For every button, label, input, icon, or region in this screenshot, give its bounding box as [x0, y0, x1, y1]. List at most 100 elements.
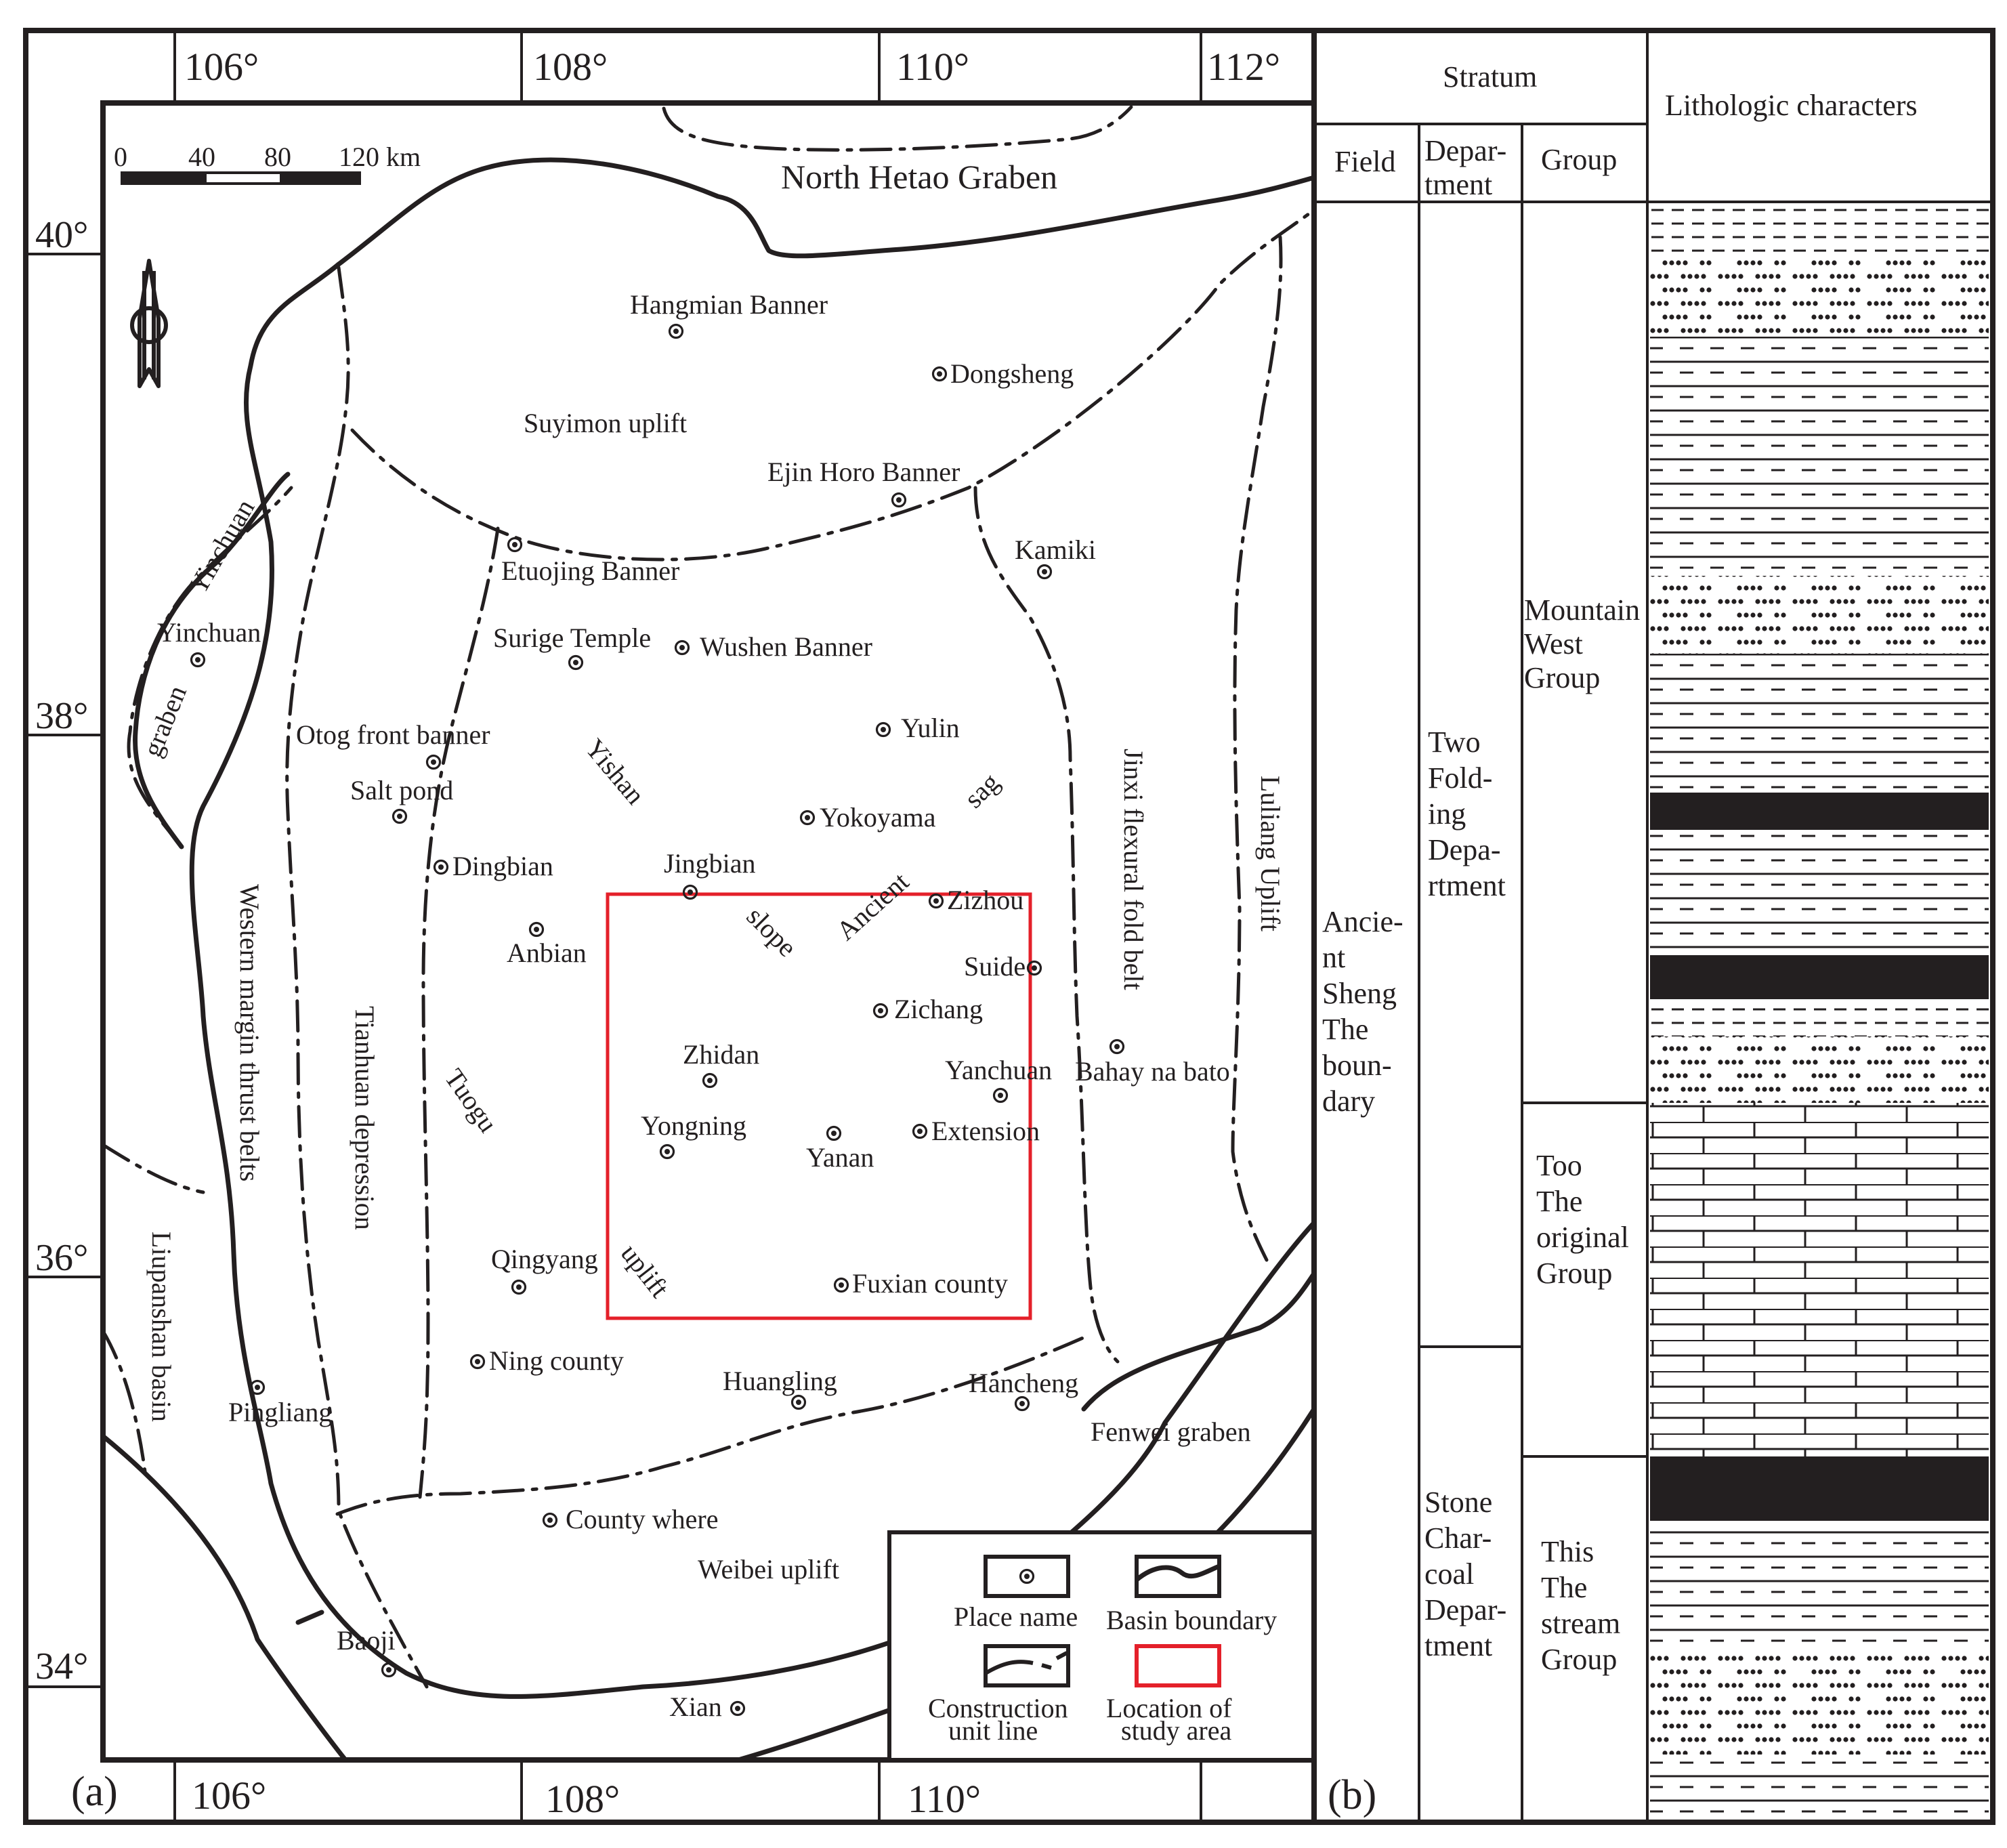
region-liupanshan: Liupanshan basin	[146, 1232, 177, 1422]
place-marker-icon	[730, 1700, 746, 1717]
region-suyimon-uplift: Suyimon uplift	[524, 408, 687, 438]
department-stone-charcoal-line-5: tment	[1424, 1629, 1492, 1662]
legend-construction-label-1: Construction	[928, 1693, 1068, 1723]
place-marker-icon	[1014, 1395, 1030, 1412]
strata-outer-frame	[1311, 28, 1995, 1825]
group-too-the-original-line-1: Too	[1536, 1149, 1582, 1182]
field-header: Field	[1334, 145, 1395, 178]
place-marker-icon	[668, 323, 684, 339]
place-marker-icon	[912, 1123, 928, 1139]
map-legend: Place name Basin boundary Construction u…	[887, 1530, 1316, 1762]
fenwei-upper-boundary	[1081, 1271, 1317, 1412]
department-two-folding-line-3: ing	[1428, 797, 1466, 831]
place-label-etuojing-banner: Etuojing Banner	[501, 555, 679, 586]
place-label-ning-county: Ning county	[489, 1345, 624, 1376]
top-lon-112: 112°	[1207, 45, 1280, 89]
group-mountain-west-line-3: Group	[1524, 661, 1600, 694]
department-two-folding-line-2: Fold-	[1428, 761, 1492, 795]
place-label-huangling: Huangling	[723, 1366, 837, 1396]
lith-coal	[1650, 793, 1989, 830]
place-label-bahay-na-bato: Bahay na bato	[1075, 1056, 1230, 1087]
lith-coal	[1650, 1456, 1989, 1521]
region-western-margin: Western margin thrust belts	[234, 884, 265, 1181]
place-label-dingbian: Dingbian	[452, 851, 553, 881]
panel-label-a: (a)	[71, 1769, 118, 1815]
group-this-the-stream-line-4: Group	[1541, 1643, 1617, 1676]
region-north-hetao-graben: North Hetao Graben	[781, 158, 1057, 196]
group-mountain-west-line-1: Mountain	[1524, 593, 1640, 627]
top-lon-106: 106°	[184, 45, 259, 89]
place-label-wushen-banner: Wushen Banner	[700, 631, 872, 662]
baoji-tick	[295, 1610, 324, 1625]
scale-label-0: 0	[114, 142, 127, 172]
top-lon-108: 108°	[533, 45, 608, 89]
unit-line-west-of-tianhuan	[285, 266, 429, 1689]
place-label-baoji: Baoji	[337, 1625, 396, 1656]
place-label-ejin-horo-banner: Ejin Horo Banner	[767, 457, 960, 487]
group-too-the-original: Too The original Group	[1536, 1149, 1629, 1290]
place-label-qingyang: Qingyang	[491, 1244, 598, 1274]
field-line-1: Ancie-	[1322, 905, 1403, 938]
place-label-xian: Xian	[669, 1692, 722, 1722]
place-marker-icon	[381, 1662, 397, 1678]
region-uplift: uplift	[615, 1238, 675, 1303]
bottom-lon-106: 106°	[192, 1773, 266, 1818]
legend-construction-swatch	[984, 1644, 1070, 1687]
place-marker-icon	[190, 652, 206, 668]
scale-label-120km: 120 km	[339, 142, 421, 172]
lith-sandstone	[1650, 1036, 1989, 1103]
basin-boundary-north-hetao	[336, 157, 1317, 267]
place-marker-icon	[928, 893, 944, 909]
lith-sandstone	[1650, 1650, 1989, 1755]
place-marker-icon	[542, 1512, 558, 1528]
place-label-yulin: Yulin	[901, 713, 960, 743]
department-two-folding-line-1: Two	[1428, 726, 1481, 759]
place-label-hangmian-banner: Hangmian Banner	[630, 289, 828, 320]
unit-line-yinchuan-graben-inner	[127, 486, 293, 849]
place-marker-icon	[702, 1072, 718, 1089]
place-label-fuxian-county: Fuxian county	[852, 1268, 1008, 1299]
place-label-salt-pond: Salt pond	[350, 775, 453, 805]
place-label-extension: Extension	[931, 1116, 1040, 1146]
north-arrow-icon	[130, 259, 168, 388]
lith-mudstone	[1650, 999, 1989, 1036]
unit-line-jinxi-west	[973, 486, 1120, 1364]
place-label-anbian: Anbian	[507, 938, 587, 968]
place-marker-icon	[507, 537, 523, 553]
legend-construction-line	[984, 1660, 1034, 1675]
group-this-the-stream-line-2: The	[1541, 1571, 1587, 1604]
lith-sandstone	[1650, 576, 1989, 654]
stratum-header: Stratum	[1443, 60, 1537, 93]
place-label-zhidan: Zhidan	[683, 1039, 759, 1070]
bottom-lon-108: 108°	[545, 1777, 620, 1821]
stratigraphic-panel: Stratum Lithologic characters Field Depa…	[1311, 28, 1995, 1825]
place-label-county-where: County where	[566, 1504, 719, 1534]
legend-construction-tail	[1055, 1651, 1068, 1660]
legend-study-swatch	[1135, 1644, 1221, 1687]
construction-unit-lines	[101, 105, 1316, 1689]
lat-40: 40°	[35, 214, 88, 256]
lith-silty-mudstone	[1650, 337, 1989, 576]
scale-label-80: 80	[264, 142, 291, 172]
department-two-folding-line-4: Depa-	[1428, 833, 1501, 866]
place-label-yongning: Yongning	[641, 1110, 746, 1141]
department-header-1: Depar-	[1424, 134, 1506, 167]
group-too-the-original-line-3: original	[1536, 1221, 1629, 1254]
group-this-the-stream-line-3: stream	[1541, 1607, 1620, 1640]
group-this-the-stream-line-1: This	[1541, 1535, 1594, 1568]
bottom-lon-110: 110°	[908, 1777, 981, 1821]
field-line-3: Sheng	[1322, 977, 1397, 1010]
liupanshan-boundary	[100, 1433, 348, 1763]
region-sag: sag	[958, 767, 1006, 814]
region-jinxi: Jinxi flexural fold belt	[1118, 749, 1149, 990]
field-line-6: dary	[1322, 1085, 1375, 1118]
region-yinchuan-top: Yinchuan	[182, 494, 261, 599]
lith-limestone	[1650, 1103, 1989, 1456]
lithology-column	[1650, 203, 1989, 1820]
place-marker-icon	[891, 492, 907, 508]
place-names: Hangmian Banner Dongsheng Ejin Horo Bann…	[157, 289, 1230, 1722]
legend-study-label-1: Location of	[1106, 1693, 1232, 1723]
map-panel: 106° 108° 110° 112° 106° 108° 110° 40° 3…	[23, 28, 1317, 1825]
legend-place-label: Place name	[954, 1601, 1078, 1632]
